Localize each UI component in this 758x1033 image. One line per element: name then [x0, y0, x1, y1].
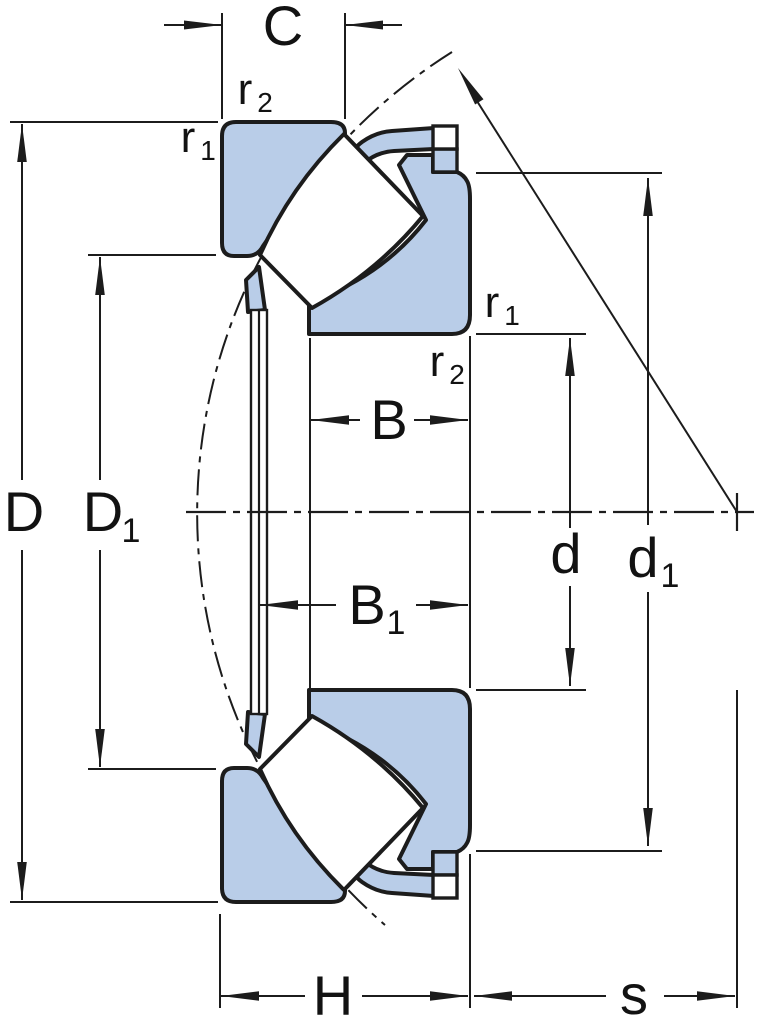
roller-lower — [258, 714, 425, 892]
arrowhead-icon — [430, 991, 468, 1001]
dim-label-s: s — [620, 963, 648, 1026]
arrowhead-icon — [17, 862, 27, 900]
dim-d1: d 1 — [476, 172, 680, 852]
arrowhead-icon — [430, 600, 468, 610]
dim-B1: B 1 — [260, 573, 468, 642]
roller-upper — [258, 132, 425, 310]
dim-C: C — [164, 0, 402, 119]
arrowhead-icon — [458, 68, 484, 105]
label-r2-top-sub: 2 — [257, 87, 273, 118]
sphere-radius-arrow — [458, 68, 738, 513]
dim-label-B1-sub: 1 — [387, 604, 406, 642]
arrowhead-icon — [565, 338, 575, 376]
dim-s: s — [474, 690, 738, 1026]
dim-label-B1: B — [348, 573, 385, 636]
dim-D1: D 1 — [83, 254, 216, 770]
sleeve-seat-upper — [431, 147, 459, 174]
dim-B: B — [309, 336, 471, 688]
dim-label-d1: d — [627, 526, 658, 589]
sleeve-ring-lower — [431, 873, 459, 900]
label-r1-right-sub: 1 — [504, 300, 520, 331]
arrowhead-icon — [643, 178, 653, 216]
dim-D: D — [4, 121, 218, 903]
arrowhead-icon — [430, 415, 468, 425]
bearing-parts — [196, 51, 472, 926]
arrowhead-icon — [643, 808, 653, 846]
dim-d: d — [476, 333, 586, 691]
shaft-washer-upper — [307, 153, 472, 336]
arrowhead-icon — [260, 600, 298, 610]
fillet-labels: r 2 r 1 r 1 r 2 — [181, 65, 520, 390]
dim-H: H — [219, 854, 471, 1027]
label-r2-top: r — [238, 65, 253, 114]
cage-wedge-lower — [244, 710, 267, 759]
dim-label-D1: D — [83, 480, 123, 543]
arrowhead-icon — [345, 20, 383, 30]
arrowhead-icon — [184, 20, 222, 30]
arrowhead-icon — [697, 991, 735, 1001]
arrowhead-icon — [565, 648, 575, 686]
sleeve-ring-upper — [431, 124, 459, 151]
dim-label-H: H — [313, 964, 353, 1027]
dim-label-d: d — [550, 522, 581, 585]
arrowhead-icon — [17, 124, 27, 162]
sleeve-seat-lower — [431, 850, 459, 877]
dim-label-d1-sub: 1 — [661, 557, 680, 595]
arrowhead-icon — [95, 257, 105, 295]
dim-label-D1-sub: 1 — [122, 512, 141, 550]
label-r1-top-sub: 1 — [200, 135, 216, 166]
shaft-washer-lower — [307, 688, 472, 871]
arrowhead-icon — [311, 415, 349, 425]
label-r2-right: r — [430, 337, 445, 386]
arrowhead-icon — [474, 991, 512, 1001]
label-r1-right: r — [485, 278, 500, 327]
dim-label-B: B — [370, 388, 407, 451]
label-r2-right-sub: 2 — [449, 359, 465, 390]
label-r1-top: r — [181, 113, 196, 162]
dim-label-C: C — [263, 0, 303, 57]
dim-label-D: D — [4, 480, 44, 543]
arrowhead-icon — [221, 991, 259, 1001]
cage-wedge-upper — [244, 265, 267, 314]
arrowhead-icon — [95, 729, 105, 767]
